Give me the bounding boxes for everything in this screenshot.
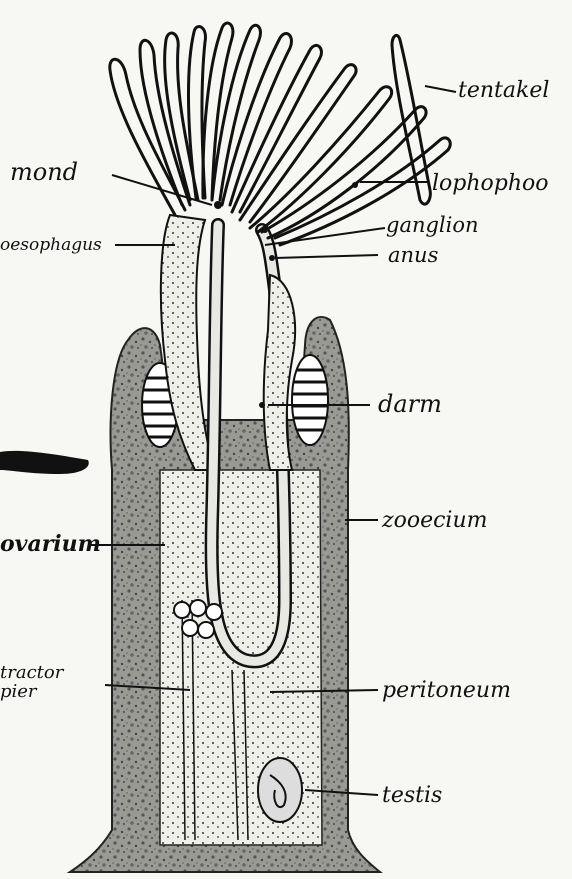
lophophore-tentacles: [110, 23, 450, 245]
label-zooecium: zooecium: [381, 508, 488, 533]
label-ovarium: ovarium: [0, 531, 101, 557]
label-retractor-line2: pier: [0, 681, 38, 702]
label-testis: testis: [382, 783, 442, 808]
label-ganglion: ganglion: [386, 213, 479, 237]
anus-dot: [269, 255, 275, 261]
darm-dot: [259, 402, 265, 408]
testis: [258, 758, 302, 822]
label-peritoneum: peritoneum: [382, 678, 511, 703]
label-darm: darm: [378, 390, 442, 418]
ganglion-dot: [262, 227, 268, 233]
mouth-dot: [214, 201, 222, 209]
ink-smudge: [0, 451, 89, 474]
label-retractor-line1: tractor: [0, 662, 65, 683]
label-tentakel: tentakel: [458, 78, 549, 103]
label-anus: anus: [388, 243, 439, 267]
label-lophophoo: lophophoo: [432, 171, 549, 196]
label-oesophagus: oesophagus: [0, 235, 102, 255]
label-mond: mond: [10, 158, 78, 186]
lophophore-dot: [352, 182, 358, 188]
striated-muscle-right: [292, 355, 328, 445]
